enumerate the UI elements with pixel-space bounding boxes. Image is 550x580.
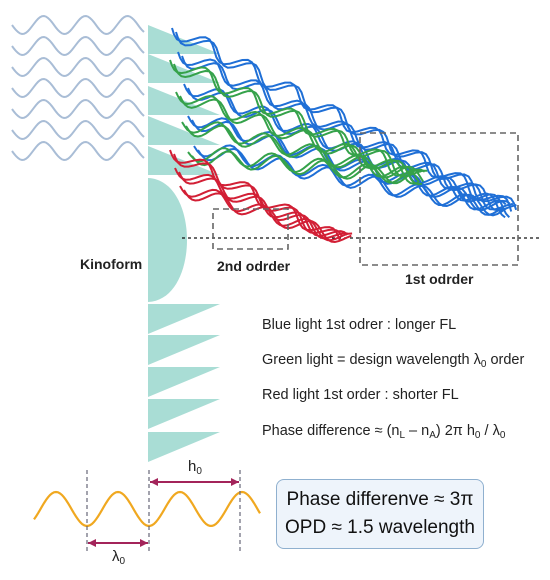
phase-text-1: Phase difference ≈ (n [262,423,400,439]
incoming-wave [11,35,145,57]
incoming-wave [11,140,145,162]
phase-text-4: / λ [480,423,500,439]
second-order-box [212,208,289,250]
green-ray [179,95,423,186]
blue-ray [197,147,507,217]
h0-arrow-head-left [150,478,158,486]
blue-ray [181,55,517,212]
phase-sub-l: L [399,430,406,441]
note-phase: Phase difference ≈ (nL – nA) 2π h0 / λ0 [262,423,505,441]
note-green-suffix: order [486,352,525,368]
blue-ray [171,27,513,212]
green-ray [187,147,422,184]
h0-arrow-head-right [231,478,239,486]
prism-upper [148,25,220,54]
lambda0-label: λ0 [112,548,125,567]
note-green-sub: 0 [480,359,487,370]
diffracted-light-paths [169,27,518,244]
phase-summary-line2: OPD ≈ 1.5 wavelength [285,517,475,538]
lambda0-sub: 0 [119,556,126,567]
kinoform-prisms [148,25,220,462]
incoming-waves [11,14,145,162]
prism-upper [148,86,220,115]
blue-ray [175,31,518,211]
prism-lower [148,335,220,365]
green-ray [191,150,426,185]
phase-text-2: – n [405,423,430,439]
blue-ray [187,87,511,218]
phase-text-3: ) 2π h [435,423,475,439]
h0-text: h [188,458,197,475]
prism-lower [148,367,220,397]
phase-summary-line1: Phase differenve ≈ 3π [286,489,474,510]
first-order-label: 1st odrder [405,271,474,287]
prism-lower [148,432,220,462]
phase-sub-a: A [429,430,436,441]
note-green: Green light = design wavelength λ0 order [262,352,524,370]
sine-wave [33,490,261,527]
note-blue: Blue light 1st odrer : longer FL [262,317,457,333]
blue-ray [193,144,504,216]
h0-sub: 0 [196,466,202,477]
red-ray [179,185,353,242]
prism-lower [148,304,220,334]
second-order-label: 2nd odrder [217,258,291,274]
incoming-wave [11,98,145,120]
kinoform-lens [148,178,187,302]
prism-upper [148,116,220,145]
incoming-wave [11,56,145,78]
prism-lower [148,399,220,429]
incoming-wave [11,77,145,99]
blue-ray [191,119,511,212]
lambda0-arrow-head-left [88,539,96,547]
phase-sub-h: 0 [474,430,481,441]
red-ray [173,153,343,237]
note-green-text: Green light = design wavelength λ [262,352,481,368]
lambda0-text: λ [112,548,120,565]
phase-wave [33,470,261,552]
green-ray [173,63,428,178]
h0-label: h0 [188,458,202,477]
incoming-wave [11,119,145,141]
note-red: Red light 1st order : shorter FL [262,387,459,403]
first-order-box [359,132,519,266]
phase-sub-lambda: 0 [499,430,506,441]
lambda0-arrow-head-right [140,539,148,547]
prism-upper [148,54,220,83]
red-ray [174,167,348,237]
phase-summary-box: Phase differenve ≈ 3π OPD ≈ 1.5 waveleng… [276,479,484,549]
red-ray [178,171,348,240]
incoming-wave [11,14,145,36]
prism-upper [148,146,220,175]
kinoform-label: Kinoform [80,256,143,272]
